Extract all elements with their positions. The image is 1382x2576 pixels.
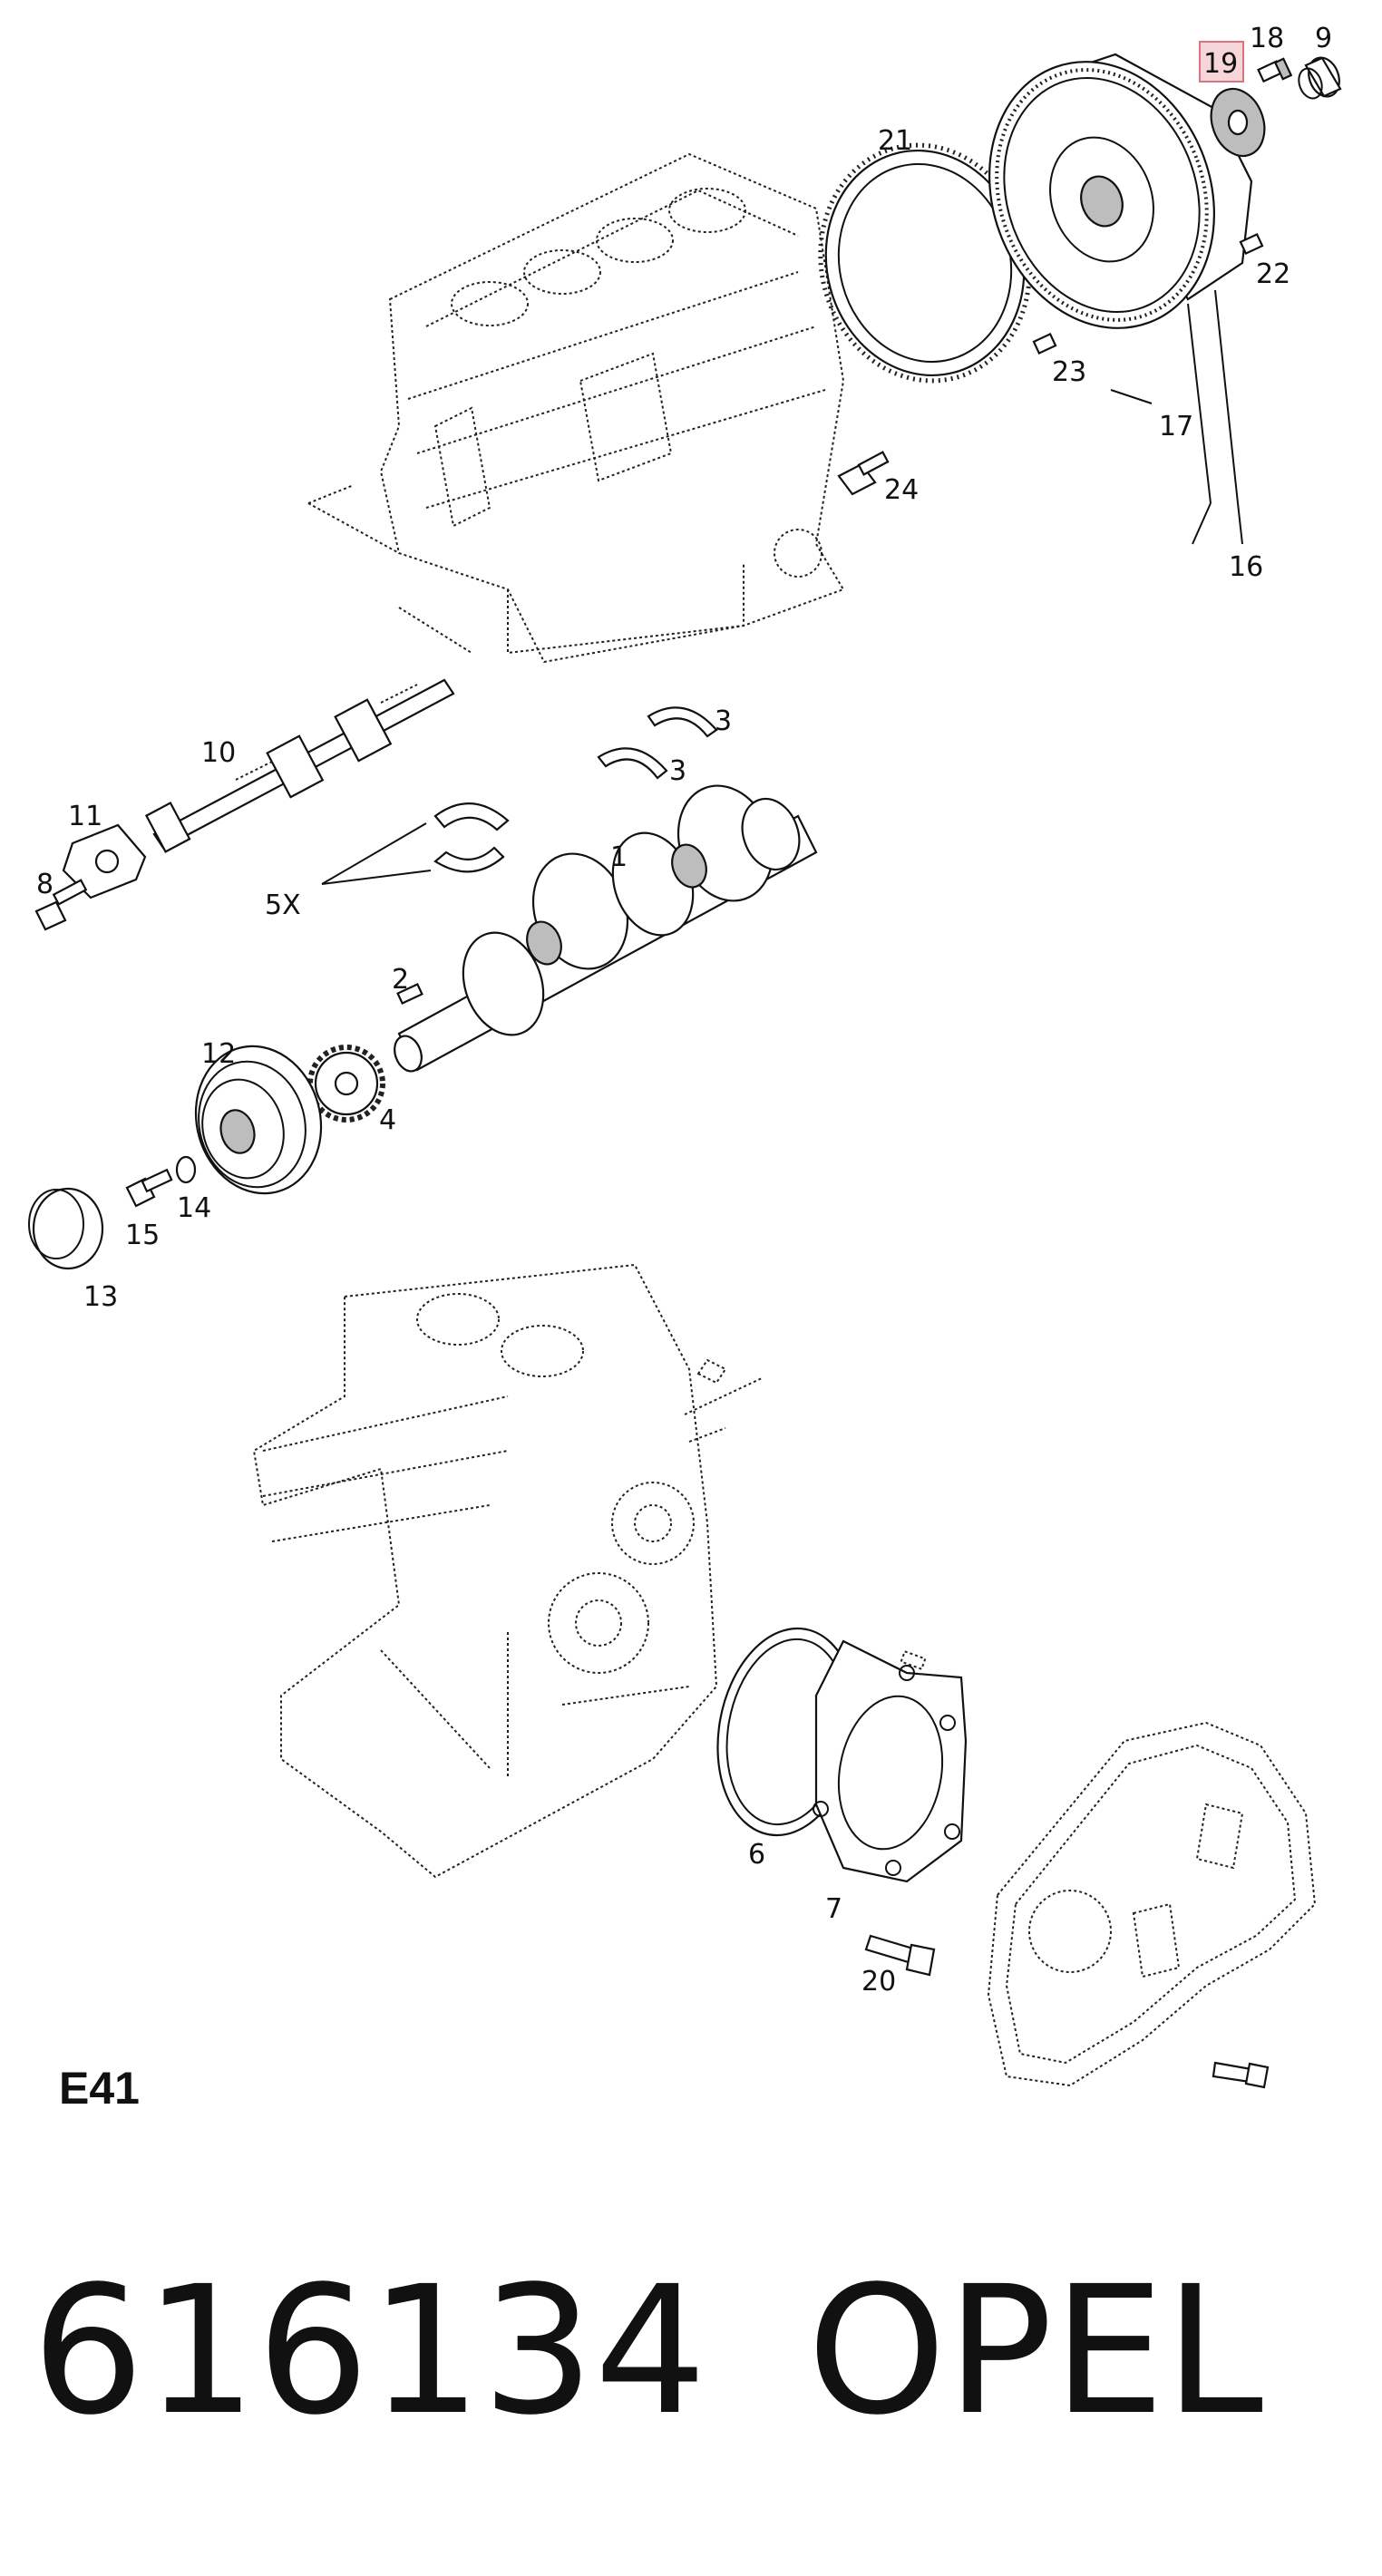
callout-12: 12: [201, 1038, 236, 1070]
bolt-24: [837, 451, 890, 496]
callout-5x: 5X: [265, 889, 301, 921]
bolt-15: [125, 1168, 173, 1208]
callout-15: 15: [125, 1220, 160, 1251]
bearing-9: [1298, 56, 1342, 100]
callout-11: 11: [68, 801, 102, 832]
crankshaft-1: [394, 784, 818, 1073]
key-2: [396, 983, 423, 1005]
callout-13: 13: [83, 1281, 118, 1313]
dowel-top: [900, 1649, 927, 1671]
callout-23: 23: [1052, 356, 1086, 388]
callout-8: 8: [36, 869, 54, 900]
callout-3b: 3: [669, 755, 686, 787]
callout-highlight: [1199, 41, 1244, 83]
callout-6: 6: [748, 1839, 765, 1871]
callout-16: 16: [1229, 551, 1263, 583]
leader-16b: [1237, 502, 1243, 545]
rear-cover-plate: [987, 1721, 1317, 2087]
engine-block-lower: [252, 1263, 763, 1879]
flywheel-17: [988, 53, 1253, 329]
brand-name: OPEL: [807, 2248, 1263, 2454]
callout-4: 4: [379, 1104, 396, 1136]
callout-1: 1: [610, 841, 628, 873]
part-number: 616134: [32, 2248, 706, 2454]
dowel-22: [1239, 232, 1264, 256]
bolt-18: [1257, 57, 1293, 83]
callout-14: 14: [177, 1192, 211, 1224]
cap-13: [28, 1187, 104, 1270]
shaft-10: [144, 678, 455, 853]
washer-14: [175, 1155, 197, 1184]
thrust-washers-3: [597, 706, 718, 780]
callout-17: 17: [1159, 411, 1193, 442]
callout-24: 24: [884, 474, 919, 506]
callout-20: 20: [861, 1966, 896, 1998]
engine-block-upper: [307, 152, 845, 664]
bolt-cover: [1212, 2061, 1270, 2089]
callout-2: 2: [392, 964, 409, 996]
diagram-code: E41: [59, 2063, 140, 2114]
dowel-23: [1032, 332, 1057, 355]
bolt-8: [34, 879, 88, 931]
washer-plate-19: [1210, 87, 1266, 158]
bolt-20: [864, 1934, 936, 1977]
callout-7: 7: [825, 1893, 842, 1925]
callout-19: 19: [1203, 48, 1238, 80]
callout-3a: 3: [715, 705, 732, 737]
callout-21: 21: [878, 125, 912, 157]
callout-18: 18: [1250, 23, 1284, 54]
callout-22: 22: [1256, 258, 1290, 290]
callout-9: 9: [1315, 23, 1332, 54]
bearing-shells-5x: [433, 802, 510, 873]
pulley-12: [194, 1045, 323, 1195]
callout-10: 10: [201, 737, 236, 769]
plate-11: [62, 823, 147, 899]
seal-housing-7: [813, 1639, 968, 1883]
leader-16a: [1192, 502, 1212, 545]
sprocket-4: [307, 1045, 385, 1123]
leader-17: [1110, 389, 1153, 404]
